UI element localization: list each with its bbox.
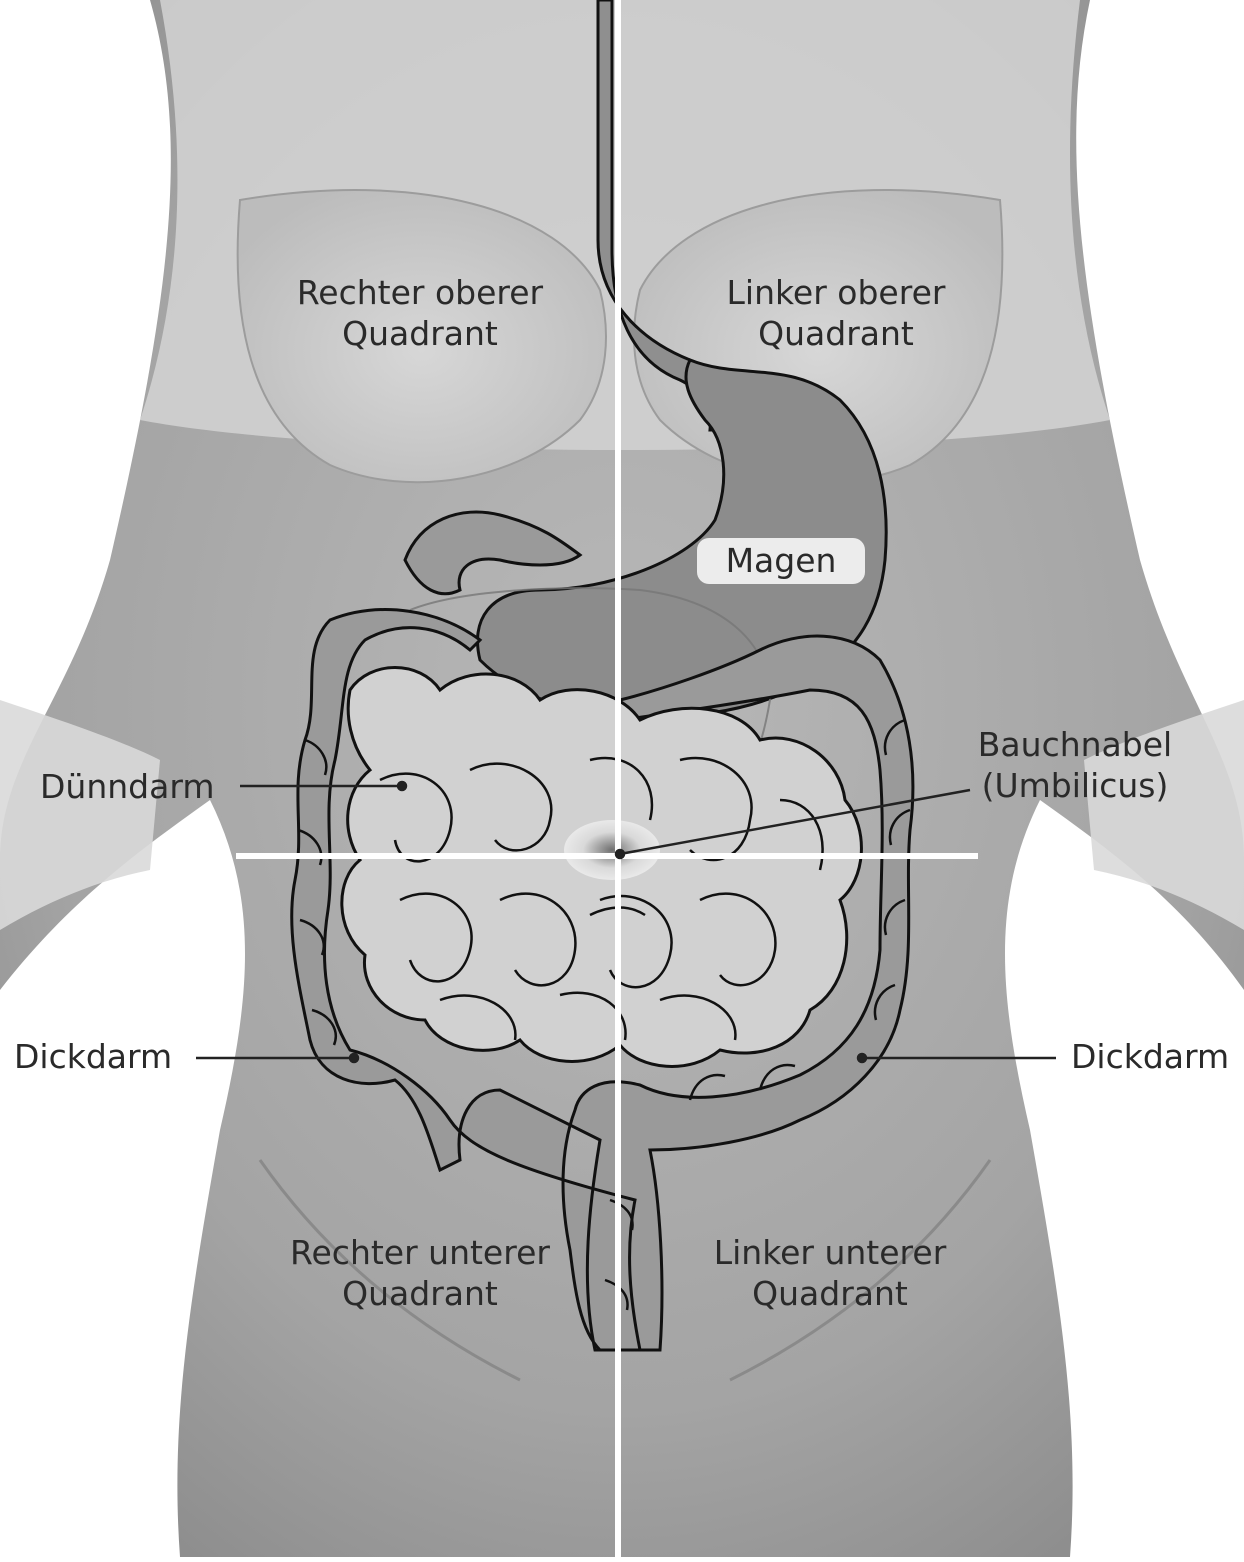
label-line: Quadrant (240, 313, 600, 354)
label-upper-right-body-quadrant: Rechter oberer Quadrant (240, 272, 600, 354)
label-small-intestine: Dünndarm (40, 766, 214, 807)
label-upper-left-body-quadrant: Linker oberer Quadrant (656, 272, 1016, 354)
label-large-intestine-left: Dickdarm (1071, 1036, 1229, 1077)
label-line: Rechter unterer (240, 1232, 600, 1273)
label-lower-left-body-quadrant: Linker unterer Quadrant (650, 1232, 1010, 1314)
label-line: Linker unterer (650, 1232, 1010, 1273)
label-line: Rechter oberer (240, 272, 600, 313)
label-line: Linker oberer (656, 272, 1016, 313)
label-navel: Bauchnabel (Umbilicus) (966, 724, 1184, 806)
label-stomach: Magen (697, 538, 865, 584)
label-line: Quadrant (650, 1273, 1010, 1314)
label-line: Quadrant (656, 313, 1016, 354)
label-line: Bauchnabel (966, 724, 1184, 765)
label-line: (Umbilicus) (966, 765, 1184, 806)
label-lower-right-body-quadrant: Rechter unterer Quadrant (240, 1232, 600, 1314)
label-large-intestine-right: Dickdarm (14, 1036, 172, 1077)
label-line: Quadrant (240, 1273, 600, 1314)
